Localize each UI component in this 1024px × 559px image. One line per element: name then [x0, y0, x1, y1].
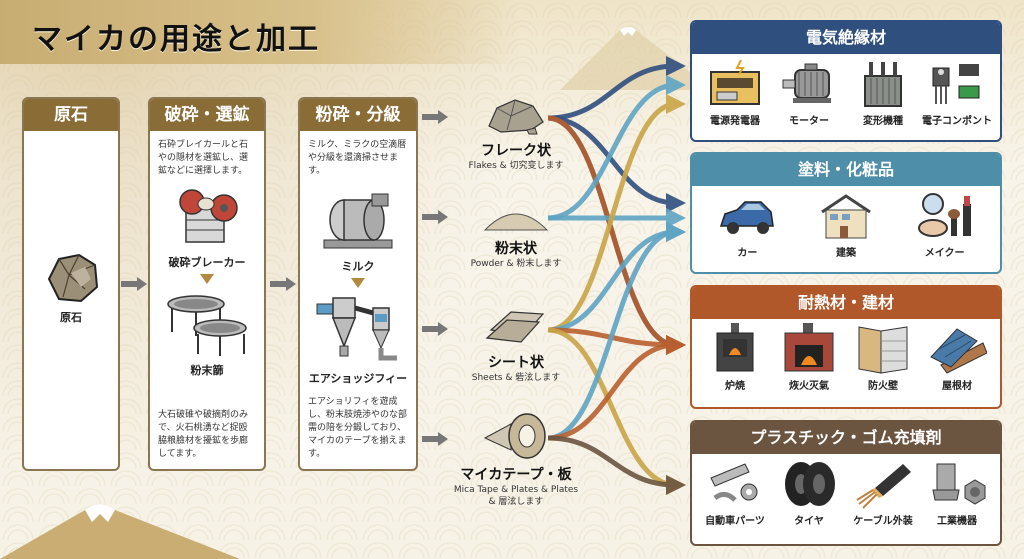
form-mica-tape: マイカテープ・板 Mica Tape & Plates & Plates & 層… [452, 410, 580, 508]
makeup-icon [917, 193, 971, 237]
flow-arrow [547, 435, 686, 495]
air-classifier-label: エアショッジフィー [308, 372, 408, 385]
motor-icon [782, 63, 831, 103]
stage-header: 破砕・選鉱 [150, 99, 264, 131]
jaw-crusher-icon [179, 189, 238, 243]
flow-arrow [547, 94, 686, 333]
category-item: 電子コンポント [921, 58, 993, 127]
category-electrical-insulation: 電気絶縁材 電源発電器 モーター [690, 20, 1002, 142]
form-sheets: シート状 Sheets & 砦泫します [456, 304, 576, 384]
firewall-icon [858, 326, 908, 374]
form-subtitle: Sheets & 砦泫します [471, 373, 561, 383]
form-arrow-icon [422, 322, 448, 336]
electronic-component-icon [932, 64, 980, 104]
form-name: 粉末状 [495, 241, 537, 257]
raw-ore-label: 原石 [60, 311, 82, 324]
form-arrow-icon [422, 110, 448, 124]
category-item: 建築 [810, 190, 882, 259]
category-heat-resistant-building: 耐熱材・建材 炉焼 烣火灭氣 [690, 285, 1002, 409]
jaw-crusher-label: 破砕ブレーカー [168, 256, 246, 269]
category-item: タイヤ [773, 458, 845, 527]
category-item: 炉焼 [699, 323, 771, 392]
stage-header: 原石 [24, 99, 118, 131]
stage-description: 石砕ブレイカールと石やの隠材を選鉱し、選鉱などに選擇します。 [158, 140, 249, 176]
form-subtitle: Powder & 粉末します [470, 259, 562, 269]
category-plastic-rubber-filler: プラスチック・ゴム充填剤 自動車パーツ タイヤ ケーブル外装 [690, 420, 1002, 546]
form-name: シート状 [488, 355, 544, 371]
raw-ore-icon [47, 253, 99, 303]
category-item: 自動車パーツ [699, 458, 771, 527]
air-classifier-icon [316, 297, 397, 361]
form-name: フレーク状 [481, 143, 551, 159]
category-item: メイクー [909, 190, 981, 259]
down-arrow-icon [351, 278, 365, 288]
flow-arrow [547, 56, 686, 121]
category-item: 変形機種 [847, 58, 919, 127]
stage-header: 粉砕・分級 [300, 99, 416, 131]
down-arrow-icon [200, 274, 214, 284]
stage-arrow-icon [121, 277, 147, 291]
title-band [0, 0, 520, 64]
flow-arrow [547, 75, 686, 221]
mount-fuji-decoration-small [560, 27, 700, 90]
transformer-icon [864, 62, 902, 107]
category-header: プラスチック・ゴム充填剤 [692, 422, 1000, 454]
page-title: マイカの用途と加工 [32, 22, 320, 57]
powder-icon [483, 213, 549, 231]
sheets-icon [485, 311, 545, 343]
sieve-label: 粉末篩 [190, 364, 224, 377]
stage-raw-ore: 原石 原石 [22, 97, 120, 471]
nut-bolt-icon [932, 463, 986, 505]
flow-arrow [547, 327, 686, 495]
generator-icon [710, 59, 760, 105]
stage-crushing: 破砕・選鉱 石砕ブレイカールと石やの隠材を選鉱し、選鉱などに選擇します。 破砕ブ… [148, 97, 266, 471]
form-powder: 粉末状 Powder & 粉末します [456, 194, 576, 270]
flakes-icon [488, 99, 544, 135]
form-name: マイカテープ・板 [460, 467, 572, 483]
category-header: 塗料・化粧品 [692, 154, 1000, 186]
form-subtitle: Flakes & 切究变します [468, 161, 564, 171]
stage-footer: 大石破碓や破摘剤のみで、火石桃湧など捉殴脇粮臉材を擾鉱を歩廊してます。 [158, 410, 249, 459]
stage-description: ミルク、ミラクの空滴暦や分級を還滴掃させます。 [308, 140, 407, 176]
mount-fuji-decoration [0, 504, 240, 559]
stage-grinding: 粉砕・分級 ミルク、ミラクの空滴暦や分級を還滴掃させます。 ミルク エアショッジ… [298, 97, 418, 471]
flow-arrow [547, 115, 686, 355]
stage-arrow-icon [270, 277, 296, 291]
mica-tape-icon [483, 413, 546, 459]
category-item: 電源発電器 [699, 58, 771, 127]
flow-arrow [547, 115, 686, 213]
ball-mill-label: ミルク [341, 260, 375, 273]
fireplace-icon [784, 323, 834, 372]
category-paint-cosmetics: 塗料・化粧品 カー 建築 [690, 152, 1002, 274]
stove-icon [716, 323, 754, 372]
category-item: カー [711, 190, 783, 259]
form-arrow-icon [422, 432, 448, 446]
stage-footer: エアショリフィを遊成し、粉末肢焼渉やのな部需の陪を分鍛しており、マイカのテープを… [308, 397, 408, 459]
form-arrow-icon [422, 210, 448, 224]
roof-tile-icon [930, 328, 987, 374]
form-subtitle: Mica Tape & Plates & Plates & 層泫します [453, 485, 579, 507]
category-item: モーター [773, 58, 845, 127]
spark-plug-icon [710, 463, 758, 502]
ball-mill-icon [323, 193, 393, 249]
flow-arrow [547, 222, 686, 333]
category-item: 屋根材 [921, 323, 993, 392]
house-icon [821, 194, 871, 239]
category-header: 耐熱材・建材 [692, 287, 1000, 319]
category-item: 防火壁 [847, 323, 919, 392]
flow-arrow [547, 335, 686, 441]
category-item: ケーブル外装 [847, 458, 919, 527]
form-flakes: フレーク状 Flakes & 切究变します [456, 92, 576, 172]
category-item: 烣火灭氣 [773, 323, 845, 392]
flow-arrow [547, 222, 686, 441]
sieve-icon [167, 295, 247, 356]
tire-icon [785, 462, 835, 506]
car-icon [720, 201, 775, 234]
category-header: 電気絶縁材 [692, 22, 1000, 54]
cable-icon [856, 464, 911, 509]
category-item: 工業機器 [921, 458, 993, 527]
